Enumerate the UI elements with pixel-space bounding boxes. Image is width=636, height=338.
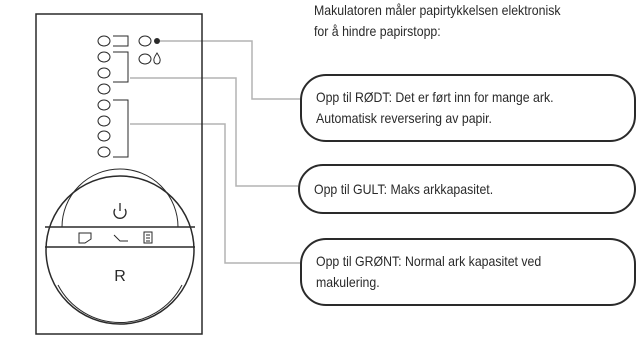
- callout-yellow-text: Opp til GULT: Maks arkkapasitet.: [314, 180, 494, 197]
- led-indicator: [97, 35, 111, 47]
- auto-start-icon[interactable]: [113, 234, 128, 242]
- bracket-green: [113, 99, 129, 158]
- dial-upper-dome: [61, 168, 179, 228]
- led-indicator: [97, 83, 111, 95]
- led-column: [97, 35, 152, 158]
- bin-full-icon: [154, 38, 160, 44]
- led-indicator: [97, 130, 111, 142]
- leader-yellow: [130, 77, 298, 187]
- intro-text: Makulatoren måler papirtykkelsen elektro…: [314, 2, 561, 39]
- leader-red: [160, 40, 300, 100]
- led-indicator: [97, 51, 111, 63]
- callout-red-text: Opp til RØDT: Det er ført inn for mange …: [316, 89, 554, 126]
- door-open-icon: [78, 232, 92, 244]
- dial-outer-ring: [45, 175, 195, 325]
- led-indicator: [97, 115, 111, 127]
- control-dial: [45, 168, 195, 325]
- callout-red: Opp til RØDT: Det er ført inn for mange …: [300, 74, 636, 142]
- power-icon[interactable]: [113, 203, 127, 219]
- led-indicator: [97, 99, 111, 111]
- bracket-red: [113, 35, 129, 47]
- panel-outline: [35, 13, 203, 335]
- led-brackets: [113, 35, 129, 158]
- leader-green: [130, 123, 300, 264]
- callout-yellow: Opp til GULT: Maks arkkapasitet.: [298, 164, 636, 214]
- led-indicator: [97, 67, 111, 79]
- leader-lines: [130, 40, 300, 264]
- callout-green: Opp til GRØNT: Normal ark kapasitet ved …: [300, 238, 636, 306]
- dial-inner-arc: [57, 284, 183, 324]
- oil-drop-icon: [153, 52, 161, 65]
- forward-shred-icon[interactable]: [143, 231, 153, 244]
- led-status: [138, 35, 152, 47]
- bracket-yellow: [113, 51, 129, 83]
- led-status: [138, 53, 152, 65]
- led-indicator: [97, 146, 111, 158]
- reverse-key-label[interactable]: R: [114, 268, 126, 285]
- callout-green-text: Opp til GRØNT: Normal ark kapasitet ved …: [316, 253, 542, 290]
